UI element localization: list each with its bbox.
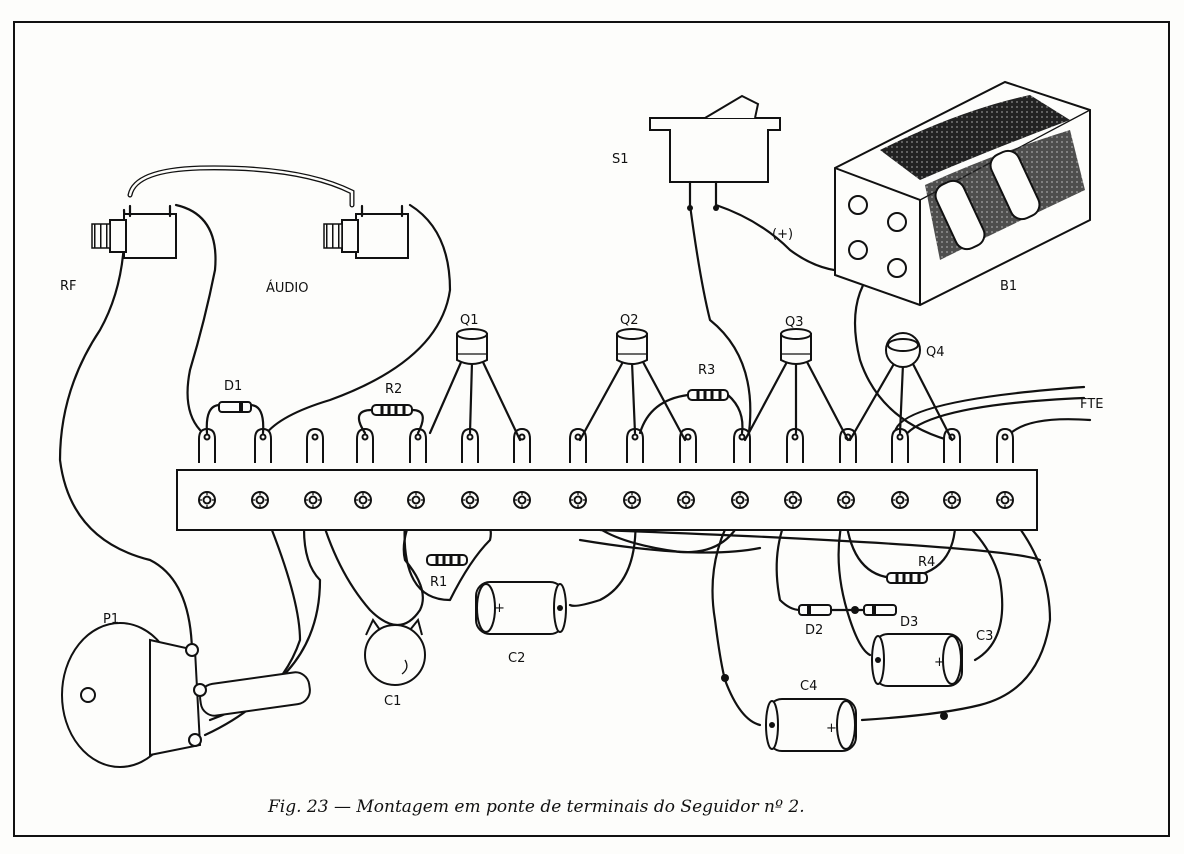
label-q2: Q2 <box>620 313 639 328</box>
label-c4: C4 <box>800 679 817 694</box>
label-r4: R4 <box>918 555 935 570</box>
label-r1: R1 <box>430 575 447 590</box>
switch-s1 <box>649 94 781 211</box>
resistor-r4 <box>885 571 929 585</box>
diode-d2 <box>797 603 833 617</box>
label-d1: D1 <box>224 379 242 394</box>
c2-plus-mark: + <box>494 601 505 616</box>
label-c2: C2 <box>508 651 525 666</box>
transistor-q3 <box>743 328 850 442</box>
label-r3: R3 <box>698 363 715 378</box>
resistor-r1 <box>425 553 469 567</box>
label-d2: D2 <box>805 623 823 638</box>
transistor-q4 <box>848 332 954 442</box>
capacitor-c2 <box>475 581 567 635</box>
resistor-r3 <box>638 388 744 435</box>
label-d3: D3 <box>900 615 918 630</box>
component-labels: RF ÁUDIO S1 (+) B1 Q1 Q2 Q3 Q4 R3 FTE D1… <box>60 152 1103 736</box>
capacitor-c4 <box>721 674 948 752</box>
capacitor-c1 <box>364 617 426 686</box>
label-p1: P1 <box>103 612 119 627</box>
figure-border <box>13 21 1170 837</box>
label-r2: R2 <box>385 382 402 397</box>
terminal-strip <box>176 428 1038 531</box>
label-q3: Q3 <box>785 315 804 330</box>
battery-holder-b1 <box>834 80 1091 307</box>
transistor-q1 <box>428 328 522 442</box>
wiring <box>58 165 1092 737</box>
label-c1: C1 <box>384 694 401 709</box>
c3-plus-mark: + <box>934 655 945 670</box>
label-fte: FTE <box>1080 397 1103 412</box>
label-s1: S1 <box>612 152 629 167</box>
transistor-q2 <box>578 328 687 442</box>
label-q4: Q4 <box>926 345 945 360</box>
resistor-r2 <box>357 403 424 435</box>
figure-caption: Fig. 23 — Montagem em ponte de terminais… <box>267 797 805 817</box>
label-b1: B1 <box>1000 279 1017 294</box>
capacitor-c3 <box>871 633 963 687</box>
audio-jack <box>322 204 410 260</box>
label-q1: Q1 <box>460 313 479 328</box>
label-plus: (+) <box>772 227 793 242</box>
c4-plus-mark: + <box>826 721 837 736</box>
label-c3: C3 <box>976 629 993 644</box>
diode-d1 <box>205 400 265 435</box>
rf-jack <box>90 204 178 260</box>
potentiometer-p1 <box>61 622 311 768</box>
diode-d3 <box>829 603 898 617</box>
label-rf: RF <box>60 279 77 294</box>
label-audio: ÁUDIO <box>266 280 309 296</box>
